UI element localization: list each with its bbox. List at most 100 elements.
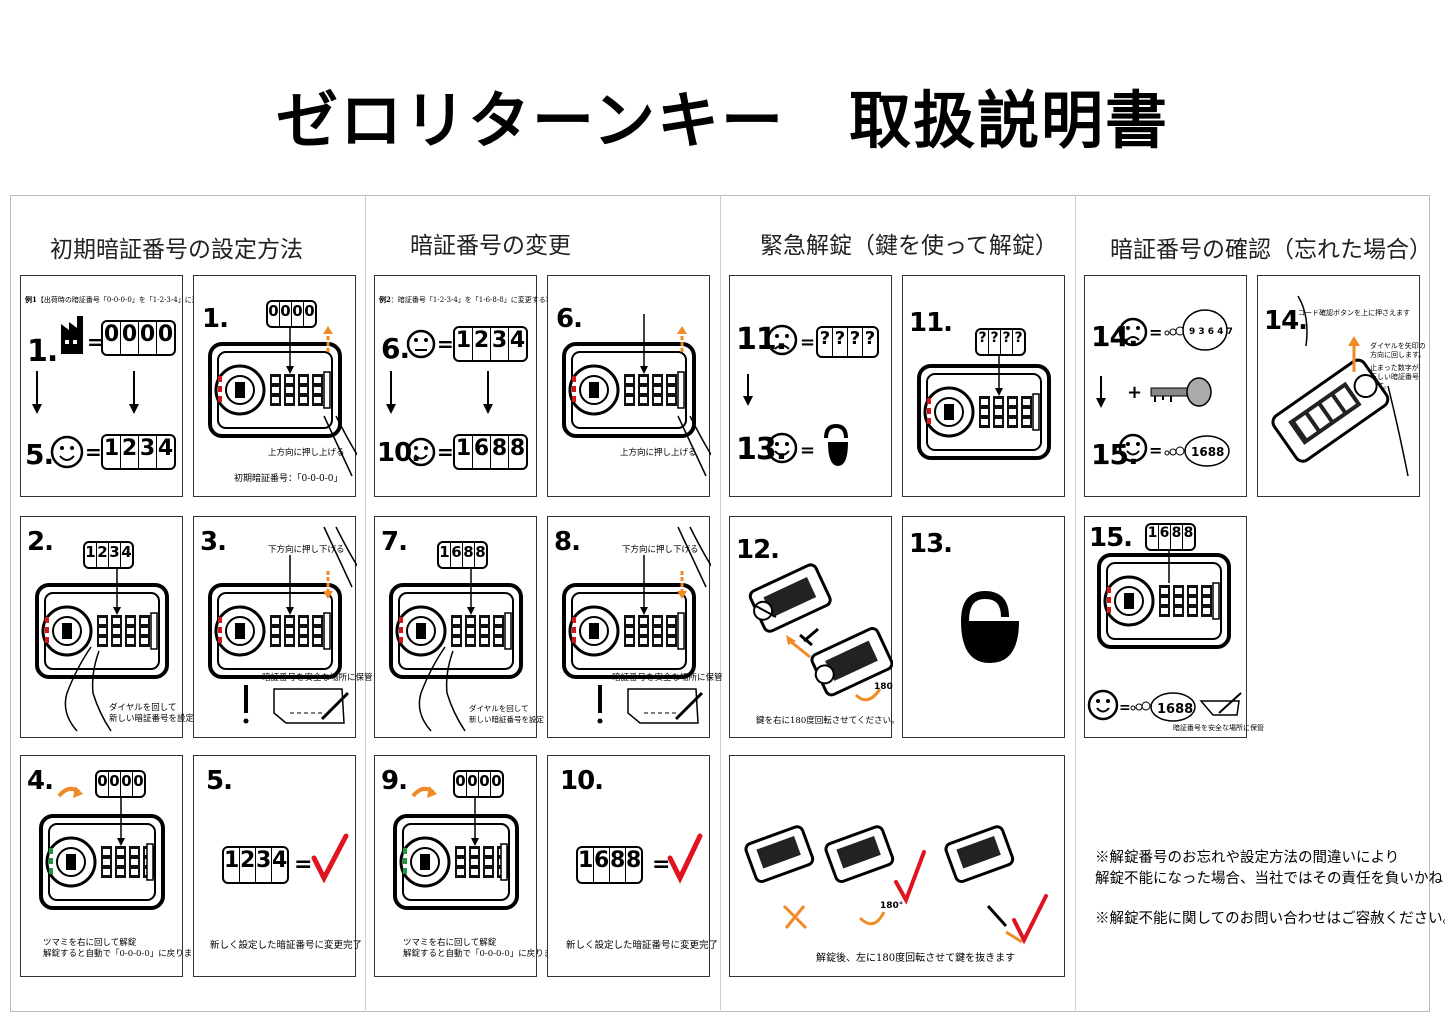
svg-text:=: = <box>1149 323 1162 342</box>
section-title-confirm-code: 暗証番号の確認（忘れた場合） <box>1110 230 1432 264</box>
smile-face-icon <box>1089 691 1117 719</box>
code-digit: 0 <box>268 302 280 326</box>
code-digit: 1 <box>85 543 97 567</box>
checkmark-icon <box>896 852 924 900</box>
code-digit: 3 <box>139 436 157 468</box>
caption: 暗証番号を安全な場所に保管 <box>262 673 373 684</box>
caption: 新しく設定した暗証番号に変更完了 <box>210 940 362 951</box>
svg-text:+: + <box>1127 382 1142 403</box>
sad-face-icon: = = <box>730 276 893 498</box>
panel-step-7: 7. 1688 ダイヤルを回して新しい暗証番号を設定 <box>374 516 537 738</box>
svg-text:=: = <box>437 440 454 464</box>
key-icon <box>1151 378 1211 406</box>
code-digit: 8 <box>475 543 486 567</box>
key-removal-illustration: 180° <box>730 756 1066 978</box>
code-digit: 0 <box>133 772 144 796</box>
code-digit: 0 <box>121 772 133 796</box>
code-digit: 0 <box>139 322 157 354</box>
code-digit: 0 <box>280 302 292 326</box>
svg-text:=: = <box>1119 700 1131 716</box>
code-digit: 0 <box>479 772 491 796</box>
panel-step-14: 14. コード確認ボタンを上に押さえます ダイヤルを矢印の方向に回します。 止ま… <box>1257 275 1420 497</box>
code-digit: ? <box>848 328 863 356</box>
code-digit: 0 <box>292 302 304 326</box>
code-digit: 3 <box>109 543 121 567</box>
code-digit: 6 <box>451 543 463 567</box>
thought-bubble-digits: 9 3 6 4 7 <box>1189 327 1233 337</box>
caption-line: ダイヤルを回して <box>109 703 194 714</box>
code-digit: 0 <box>157 322 174 354</box>
code-digit: 4 <box>121 543 132 567</box>
code-digit: 2 <box>97 543 109 567</box>
code-digit: 0 <box>491 772 502 796</box>
code-digit: ? <box>1013 330 1024 354</box>
caption: 下方向に押し下げる <box>622 545 699 556</box>
thought-bubble-digits: 1688 <box>1191 445 1224 459</box>
confirm-illustration: = 9 3 6 4 7 + = 1688 <box>1085 276 1248 498</box>
code-display: 1234 <box>101 434 176 470</box>
rotation-degree-label: 180° <box>880 901 903 911</box>
disclaimer-line: ※解錠番号のお忘れや設定方法の間違いにより <box>1095 848 1399 869</box>
panel-step-3: 3. 下方向に押し下げる 暗証番号を安全な場所に保管 <box>193 516 356 738</box>
caption-line: ダイヤルを回して <box>469 703 544 714</box>
caption: 新しく設定した暗証番号に変更完了 <box>566 940 718 951</box>
panel-step-6: 6. 上方向に押し上げる <box>547 275 710 497</box>
step-number: 1. <box>202 304 228 334</box>
code-digit: ? <box>818 328 833 356</box>
caption-line: 解錠すると自動で「0-0-0-0」に戻ります <box>43 949 201 960</box>
panel-step-12: 12. 180° 鍵を右に180度回転させてください。 <box>729 516 892 738</box>
code-digit: ? <box>989 330 1001 354</box>
step-number: 2. <box>27 527 53 557</box>
code-digit: ? <box>1001 330 1013 354</box>
code-digit: 1 <box>103 436 121 468</box>
step-number: 11. <box>909 308 952 338</box>
svg-text:=: = <box>85 440 102 464</box>
code-digit: 8 <box>509 436 526 468</box>
step-number: 9. <box>381 766 407 796</box>
unlocked-padlock-icon <box>826 426 848 466</box>
disclaimer-line: ※解錠不能に関してのお問い合わせはご容赦ください。 <box>1095 909 1445 930</box>
svg-text:=: = <box>800 440 815 461</box>
panel-step-13: 13. <box>902 516 1065 738</box>
caption-line: 解錠すると自動で「0-0-0-0」に戻ります <box>403 949 561 960</box>
code-digit: 1 <box>439 543 451 567</box>
svg-text:=: = <box>652 852 670 877</box>
svg-text:=: = <box>437 332 454 356</box>
section-title-emergency-unlock: 緊急解錠（鍵を使って解錠） <box>760 226 1058 260</box>
code-digit: 0 <box>97 772 109 796</box>
column-divider <box>1075 195 1076 1010</box>
column-divider <box>365 195 366 1010</box>
panel-confirm-overview: 14. 15. = 9 3 6 4 7 + = 1688 <box>1084 275 1247 497</box>
code-digit: 6 <box>473 436 491 468</box>
step-number: 6. <box>556 304 582 334</box>
code-display: ???? <box>816 326 879 358</box>
caption: ツマミを右に回して解錠解錠すると自動で「0-0-0-0」に戻ります <box>403 938 561 960</box>
caption-line: 新しい暗証番号を設定 <box>109 714 194 725</box>
step-number: 3. <box>200 527 226 557</box>
disclaimer-line: 解錠不能になった場合、当社ではその責任を負いかねます。 <box>1095 869 1445 890</box>
smile-face-icon <box>1120 435 1146 461</box>
page-title: ゼロリターンキー 取扱説明書 <box>0 70 1445 160</box>
caption: 解錠後、左に180度回転させて鍵を抜きます <box>816 953 1015 964</box>
caption: 鍵を右に180度回転させてください。 <box>756 716 899 727</box>
panel-step-8: 8. 下方向に押し下げる 暗証番号を安全な場所に保管 <box>547 516 710 738</box>
panel-step-11: 11. ???? <box>902 275 1065 497</box>
code-digit: 3 <box>491 328 509 360</box>
code-digit: 0 <box>455 772 467 796</box>
svg-text:=: = <box>294 852 312 877</box>
caption: 暗証番号を安全な場所に保管 <box>612 673 723 684</box>
code-display: 0000 <box>101 320 176 356</box>
step-number: 4. <box>27 766 53 796</box>
code-digit: ? <box>833 328 848 356</box>
code-digit: ? <box>977 330 989 354</box>
step-number: 7. <box>381 527 407 557</box>
panel-example-1: 例1【出荷時の暗証番号「0-0-0-0」を「1-2-3-4」に変更する場合 1.… <box>20 275 183 497</box>
caption: 上方向に押し上げる <box>268 448 345 459</box>
